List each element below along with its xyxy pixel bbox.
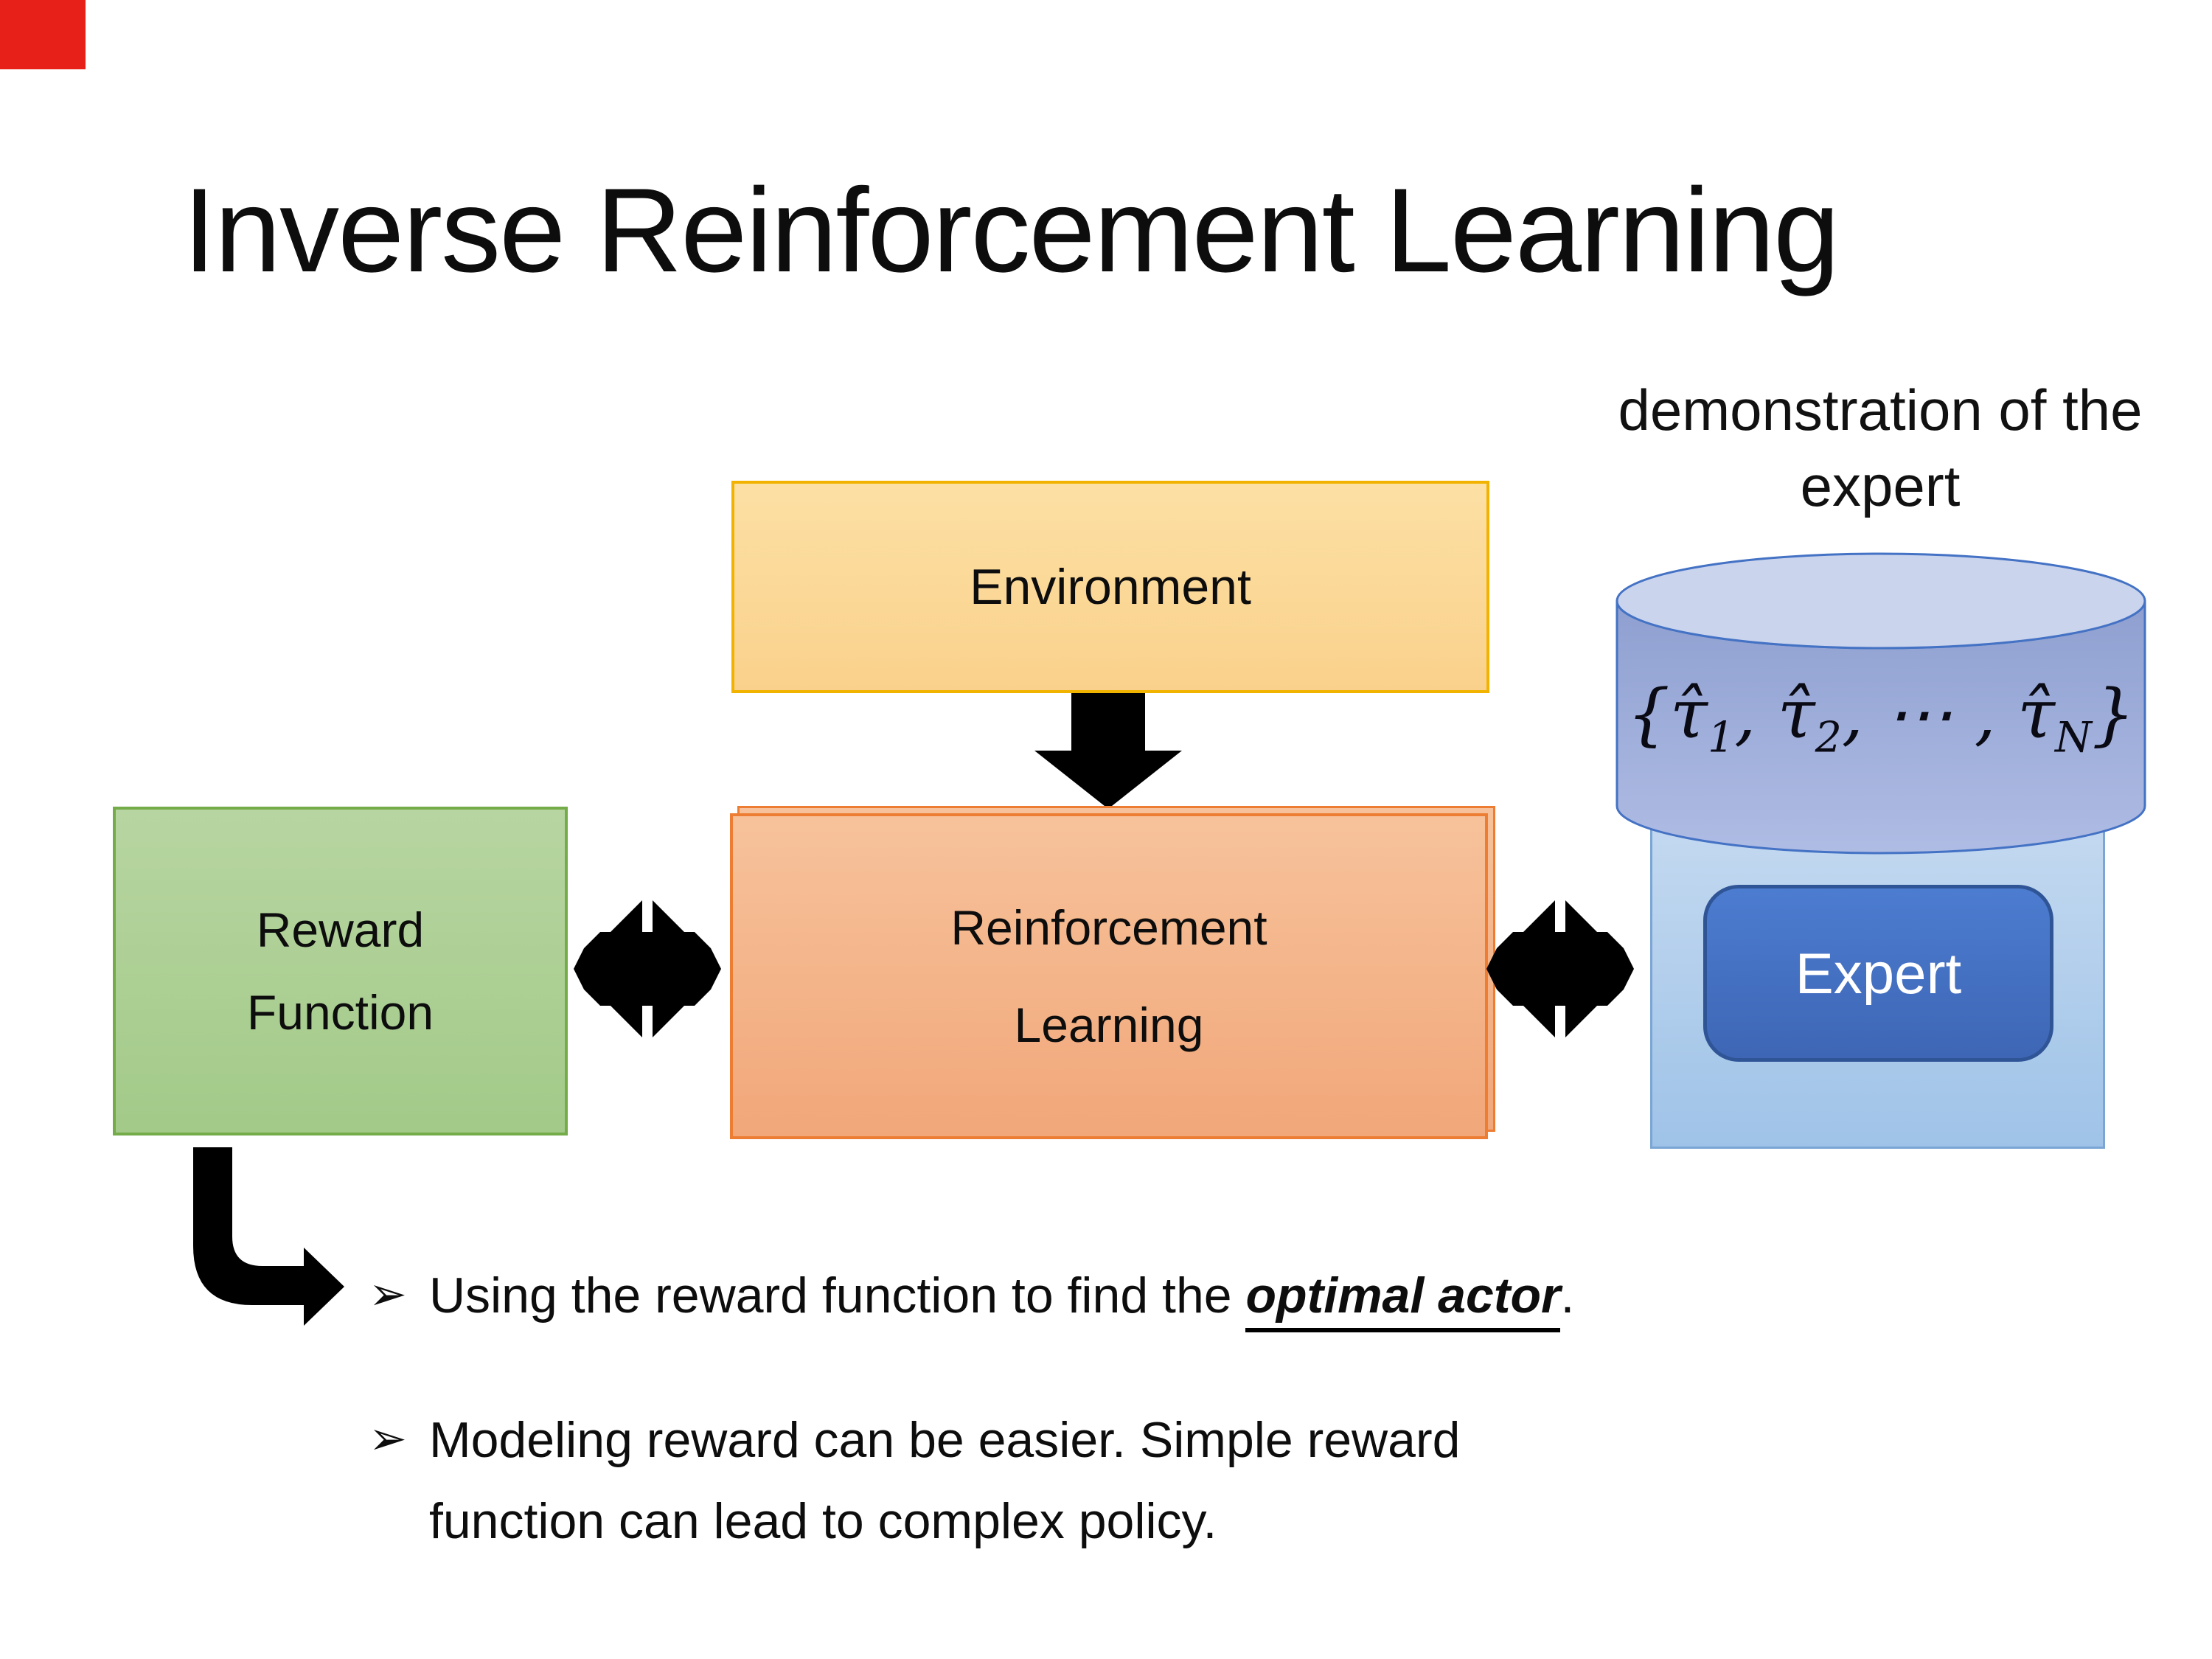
bullet-text: Modeling reward can be easier. Simple re… [428, 1412, 1461, 1550]
bullet-item: ➢ Using the reward function to find the … [369, 1255, 1574, 1336]
bullet-arrow-icon: ➢ [369, 1267, 407, 1321]
slide-title: Inverse Reinforcement Learning [183, 164, 1840, 297]
bullet-text: Using the reward function to find the op… [429, 1255, 1574, 1336]
quad-arrow-icon [1486, 894, 1634, 1044]
demonstration-caption: demonstration of the expert [1618, 378, 2143, 518]
trajectory-set-formula: {τ̂1, τ̂2, ⋯ , τ̂N} [1627, 675, 2135, 762]
bent-arrow-icon [193, 1147, 344, 1326]
down-arrow-icon [1034, 693, 1182, 809]
environment-label: Environment [970, 559, 1251, 615]
expert-box: Expert [1703, 885, 2053, 1062]
environment-box: Environment [731, 481, 1489, 693]
expert-label: Expert [1795, 940, 1962, 1006]
red-corner-marker [0, 0, 86, 69]
bullet-arrow-icon: ➢ [369, 1411, 407, 1465]
database-cylinder-icon [1615, 552, 2146, 855]
quad-arrow-icon [574, 894, 721, 1044]
bullet-item: ➢ Modeling reward can be easier. Simple … [369, 1399, 1460, 1562]
